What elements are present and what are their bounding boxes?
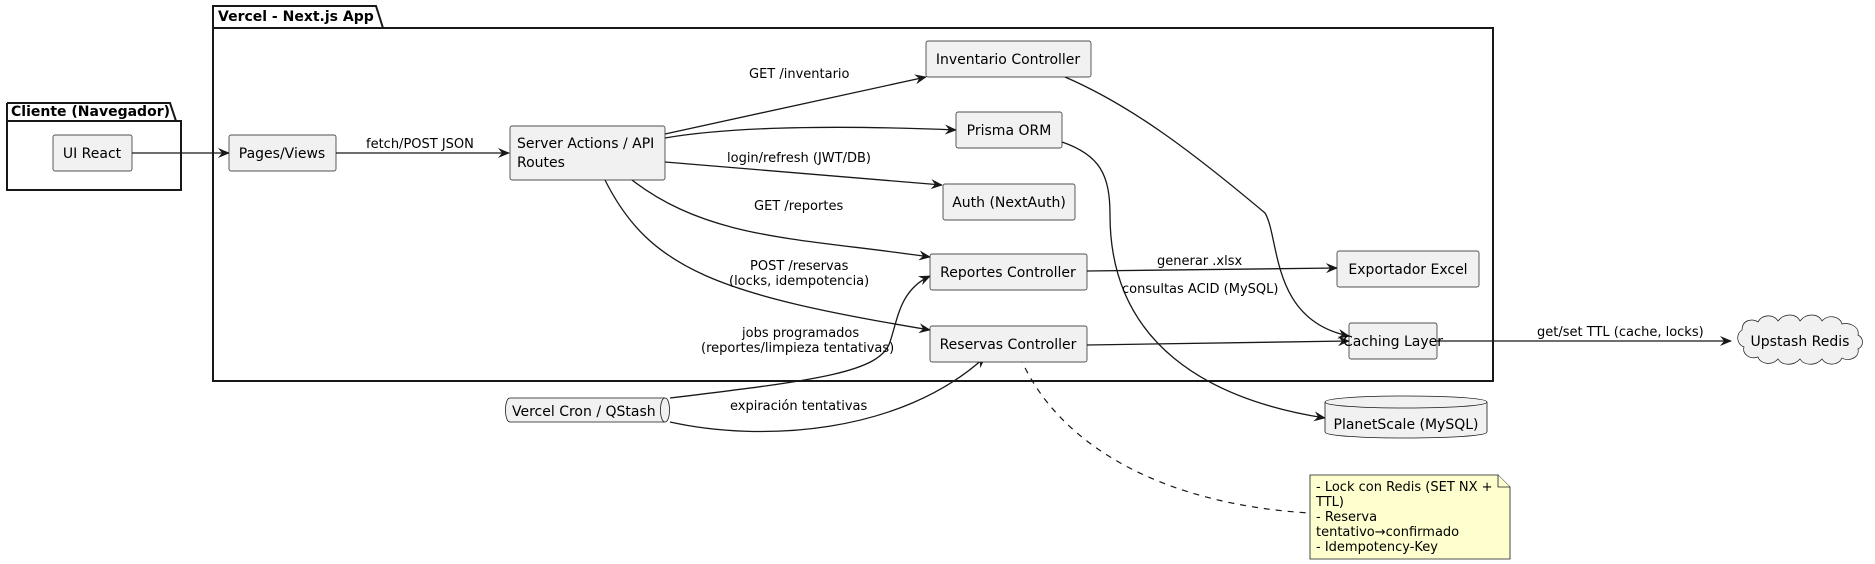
edge-reportes-to-exportador xyxy=(1086,263,1338,274)
label-expiracion: expiración tentativas xyxy=(730,399,867,414)
node-inventario-label: Inventario Controller xyxy=(936,52,1081,68)
node-inventario-controller[interactable]: Inventario Controller xyxy=(925,40,1092,78)
label-post-reservas-1: POST /reservas xyxy=(750,259,849,274)
node-pages-views-label: Pages/Views xyxy=(239,146,325,162)
node-prisma-orm[interactable]: Prisma ORM xyxy=(955,111,1063,149)
node-cron-label: Vercel Cron / QStash xyxy=(512,404,656,420)
node-exportador-label: Exportador Excel xyxy=(1348,262,1467,278)
node-reportes-label: Reportes Controller xyxy=(940,265,1076,281)
node-ui-react-label: UI React xyxy=(63,146,122,162)
edge-cron-to-reservas xyxy=(669,356,986,433)
cloud-icon xyxy=(1737,314,1863,365)
label-consultas-acid: consultas ACID (MySQL) xyxy=(1122,282,1278,297)
edge-server-to-reservas xyxy=(604,179,931,334)
package-cliente: Cliente (Navegador) xyxy=(6,102,182,191)
node-upstash-redis[interactable]: Upstash Redis xyxy=(1737,314,1863,365)
node-reportes-controller[interactable]: Reportes Controller xyxy=(929,253,1088,291)
note-line: - Reserva xyxy=(1316,510,1377,525)
edge-inventario-to-caching xyxy=(1064,76,1350,339)
node-server-actions-line2: Routes xyxy=(517,155,565,171)
label-fetch-post: fetch/POST JSON xyxy=(366,137,474,152)
node-reservas-controller[interactable]: Reservas Controller xyxy=(929,325,1088,363)
node-prisma-label: Prisma ORM xyxy=(967,123,1052,139)
edge-labels: fetch/POST JSON GET /inventario login/re… xyxy=(366,67,1704,414)
node-ui-react[interactable]: UI React xyxy=(52,134,133,172)
node-redis-label: Upstash Redis xyxy=(1751,334,1850,350)
node-caching-layer[interactable]: Caching Layer xyxy=(1343,322,1443,360)
node-pages-views[interactable]: Pages/Views xyxy=(228,134,337,172)
label-get-set-ttl: get/set TTL (cache, locks) xyxy=(1537,325,1704,340)
note-line: tentativo→confirmado xyxy=(1316,525,1459,540)
edge-server-to-prisma xyxy=(664,124,957,139)
package-cliente-title: Cliente (Navegador) xyxy=(11,104,170,120)
node-planetscale[interactable]: PlanetScale (MySQL) xyxy=(1324,395,1488,439)
label-jobs-1: jobs programados xyxy=(741,326,859,341)
package-vercel-title: Vercel - Next.js App xyxy=(218,9,374,25)
node-caching-label: Caching Layer xyxy=(1343,334,1443,350)
node-reservas-label: Reservas Controller xyxy=(940,337,1077,353)
edge-prisma-to-planetscale xyxy=(1061,141,1326,422)
edge-server-to-reportes xyxy=(631,179,931,261)
note-line: - Idempotency-Key xyxy=(1316,540,1438,555)
node-server-actions[interactable]: Server Actions / API Routes xyxy=(509,125,666,181)
node-vercel-cron[interactable]: Vercel Cron / QStash xyxy=(505,397,670,423)
node-planetscale-label: PlanetScale (MySQL) xyxy=(1334,417,1479,433)
package-vercel-app: Vercel - Next.js App xyxy=(212,5,1494,382)
node-auth-label: Auth (NextAuth) xyxy=(952,195,1066,211)
label-generar-xlsx: generar .xlsx xyxy=(1157,254,1242,269)
edge-note-link xyxy=(1019,356,1311,514)
node-exportador-excel[interactable]: Exportador Excel xyxy=(1336,250,1480,288)
edges xyxy=(132,74,1732,514)
label-post-reservas-2: (locks, idempotencia) xyxy=(729,274,869,289)
edge-reservas-to-caching xyxy=(1086,336,1350,347)
edge-server-to-auth xyxy=(664,161,943,190)
node-server-actions-line1: Server Actions / API xyxy=(517,136,654,152)
edge-server-to-inventario xyxy=(664,74,927,135)
edge-cron-to-reportes xyxy=(669,275,931,399)
label-jobs-2: (reportes/limpieza tentativas) xyxy=(701,341,894,356)
node-auth-nextauth[interactable]: Auth (NextAuth) xyxy=(942,183,1076,221)
note-line: - Lock con Redis (SET NX + xyxy=(1316,480,1493,495)
label-get-inventario: GET /inventario xyxy=(749,67,850,82)
note-line: TTL) xyxy=(1315,495,1344,510)
label-get-reportes: GET /reportes xyxy=(754,199,843,214)
label-login-refresh: login/refresh (JWT/DB) xyxy=(727,151,871,166)
